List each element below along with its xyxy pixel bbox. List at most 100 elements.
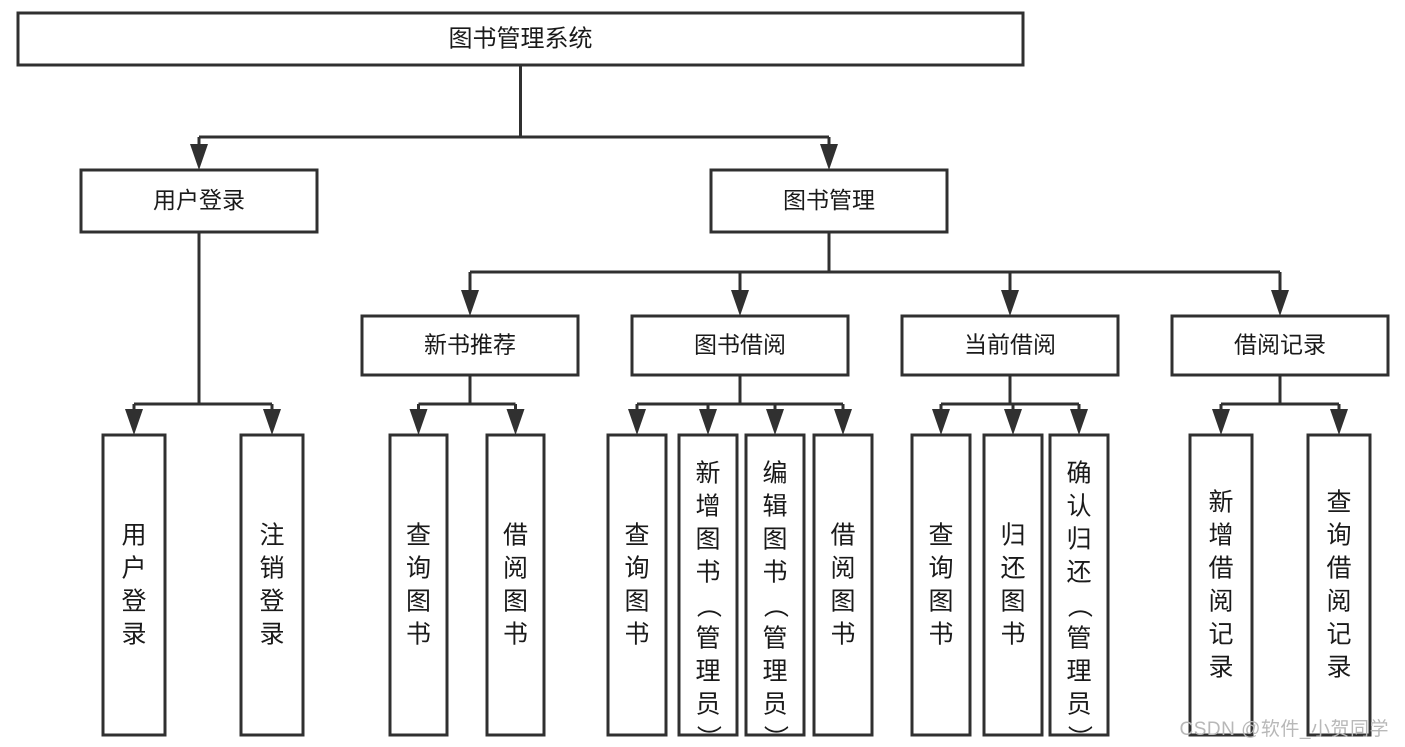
node-box[interactable] [709, 168, 949, 234]
node-box[interactable] [388, 433, 449, 737]
node-box[interactable] [812, 433, 874, 737]
arrow-head-icon [932, 409, 950, 435]
node-label-char: 录 [1208, 654, 1233, 682]
node-label-char: 阅 [830, 555, 855, 583]
node-box[interactable] [79, 168, 319, 234]
node-box[interactable] [1048, 433, 1110, 737]
node-label-char: 理 [1066, 658, 1091, 686]
node-label: 新书推荐 [424, 332, 516, 358]
node-label-char: 增 [695, 493, 720, 521]
node-box[interactable] [1188, 433, 1254, 737]
node-label-char: 注 [259, 522, 284, 550]
node-label-char: 查 [624, 522, 649, 550]
node-label-char: 查 [406, 522, 431, 550]
arrow-head-icon [731, 290, 749, 316]
node-label-char: 阅 [503, 555, 528, 583]
node-label-char: 辑 [762, 493, 787, 521]
node-current-borrow[interactable]: 当前借阅 [900, 314, 1120, 377]
node-label-char: 归 [1066, 526, 1091, 554]
node-label-char: 查 [928, 522, 953, 550]
node-label-char: 新 [695, 460, 720, 488]
node-label-char: 登 [121, 588, 146, 616]
node-borrow-record[interactable]: 借阅记录 [1170, 314, 1390, 377]
arrow-head-icon [1271, 290, 1289, 316]
node-label: 图书管理系统 [449, 25, 593, 52]
node-label-char: 管 [695, 625, 720, 653]
node-label-char: 图 [406, 588, 431, 616]
node-label-char: 书 [406, 621, 431, 649]
node-label-char: 询 [406, 555, 431, 583]
node-label-char: 记 [1208, 621, 1233, 649]
node-label-char: 询 [1326, 522, 1351, 550]
node-label-char: 借 [1326, 555, 1351, 583]
node-book-borrow[interactable]: 图书借阅 [630, 314, 850, 377]
node-box[interactable] [982, 433, 1044, 737]
arrow-head-icon [628, 409, 646, 435]
node-user-login[interactable]: 用户登录 [79, 168, 319, 234]
node-root-book-management-system[interactable]: 图书管理系统 [16, 11, 1025, 67]
node-box[interactable] [16, 11, 1025, 67]
node-label-char: 还 [1000, 555, 1025, 583]
arrow-head-icon [699, 409, 717, 435]
node-box[interactable] [485, 433, 546, 737]
node-box[interactable] [1170, 314, 1390, 377]
node-box[interactable] [606, 433, 668, 737]
arrow-head-icon [1070, 409, 1088, 435]
node-label-char: 增 [1208, 522, 1233, 550]
arrow-head-icon [1212, 409, 1230, 435]
node-label-char: 记 [1326, 621, 1351, 649]
arrow-head-icon [263, 409, 281, 435]
node-box[interactable] [360, 314, 580, 377]
node-label-char: 图 [695, 526, 720, 554]
node-label-char: 理 [762, 658, 787, 686]
arrow-head-icon [1001, 290, 1019, 316]
node-leaf-user-login[interactable]: 用户登录 [101, 433, 167, 737]
node-label-char: 图 [503, 588, 528, 616]
node-label-char: 销 [259, 555, 284, 583]
node-label: 当前借阅 [964, 332, 1056, 358]
node-label-char: 管 [762, 625, 787, 653]
node-box[interactable] [744, 433, 806, 737]
arrow-head-icon [125, 409, 143, 435]
node-label-char: （ [694, 593, 722, 618]
node-label-char: 归 [1000, 522, 1025, 550]
arrow-head-icon [409, 409, 428, 435]
node-label: 用户登录 [153, 187, 245, 213]
node-label-char: 登 [259, 588, 284, 616]
node-label-char: 图 [830, 588, 855, 616]
node-book-manage[interactable]: 图书管理 [709, 168, 949, 234]
arrow-head-icon [820, 144, 838, 170]
node-label-char: 还 [1066, 559, 1091, 587]
node-label-char: 认 [1066, 493, 1091, 521]
node-box[interactable] [910, 433, 972, 737]
node-box[interactable] [101, 433, 167, 737]
node-box[interactable] [239, 433, 305, 737]
node-label-char: 录 [1326, 654, 1351, 682]
node-label-char: 图 [1000, 588, 1025, 616]
node-label-char: 借 [830, 522, 855, 550]
node-label-char: 录 [259, 621, 284, 649]
node-box[interactable] [900, 314, 1120, 377]
node-box[interactable] [630, 314, 850, 377]
node-label-char: 书 [503, 621, 528, 649]
node-label-char: 新 [1208, 489, 1233, 517]
node-label-char: 员 [1066, 691, 1091, 719]
node-label-char: 员 [762, 691, 787, 719]
node-new-book-rec[interactable]: 新书推荐 [360, 314, 580, 377]
arrow-head-icon [1004, 409, 1022, 435]
node-box[interactable] [677, 433, 739, 737]
node-label-char: 书 [830, 621, 855, 649]
node-box[interactable] [1306, 433, 1372, 737]
